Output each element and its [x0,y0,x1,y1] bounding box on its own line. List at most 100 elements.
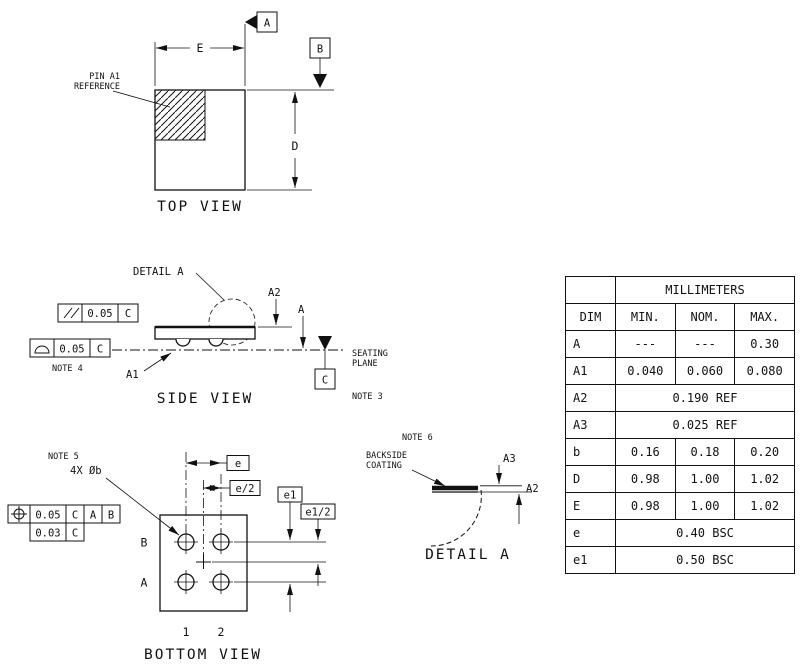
table-cell: 1.02 [734,465,795,493]
dimension-e: E [154,24,246,86]
fcf-position-tolerance-1: 0.05 [35,510,60,522]
table-cell: A1 [565,357,616,385]
row-label-b: B [141,536,148,550]
datum-b-triangle-icon [313,74,327,88]
dimension-a2: A2 [258,287,292,328]
seating-plane-label: PLANE [352,359,378,369]
datum-a-flag: A [245,11,278,33]
note-4-label: NOTE 4 [52,364,83,374]
table-cell: 0.98 [615,492,676,520]
top-view-title: TOP VIEW [157,199,243,215]
dim-a-label: A [298,304,305,316]
table-cell: 0.40 BSC [615,519,795,547]
table-cell: e [565,519,616,547]
coating-leader [411,469,446,487]
solder-ball [212,533,230,551]
detail-boundary-arc [430,489,482,547]
table-corner-cell [565,276,616,304]
dim-e-label: e [235,458,241,470]
col-label-1: 1 [183,625,190,639]
detail-a-circle [208,298,256,346]
dim-e1-half-label: e1/2 [305,507,330,519]
parallelism-icon [63,307,80,319]
dim-e-label: E [197,41,204,55]
dimension-e-pitch: e [186,455,250,471]
ball-callout-leader [105,477,180,536]
table-units-header: MILLIMETERS [615,276,795,304]
dim-a2-label: A2 [268,287,281,299]
table-row: A1 0.040 0.060 0.080 [565,357,795,385]
table-row: E 0.98 1.00 1.02 [565,492,795,520]
table-cell: A3 [565,411,616,439]
detail-a-leader [195,272,225,301]
table-cell: 0.190 REF [615,384,795,412]
table-cell: 0.30 [734,330,795,358]
datum-b-flag: B [309,37,331,88]
table-cell: 1.00 [674,492,736,520]
table-row: D 0.98 1.00 1.02 [565,465,795,493]
fcf-position: 0.05 C A B 0.03 C [7,504,121,542]
dimension-e1-pitch: e1 [277,486,303,612]
dim-e1-label: e1 [284,490,297,502]
table-row: b 0.16 0.18 0.20 [565,438,795,466]
fcf-position-datum-2: C [72,528,78,540]
dimension-e-half: e/2 [203,480,261,496]
fcf-position-datum-1b: A [90,510,97,522]
dim-a1-label: A1 [126,369,139,381]
table-cell: 0.16 [615,438,676,466]
table-header-max: MAX. [734,303,795,331]
table-cell: --- [674,330,736,358]
table-cell: 0.50 BSC [615,546,795,574]
dimension-d: D [247,89,334,191]
table-header-nom: NOM. [674,303,736,331]
table-row: A2 0.190 REF [565,384,795,412]
table-cell: b [565,438,616,466]
dimension-a3: A3 [496,453,516,484]
table-cell: E [565,492,616,520]
solder-ball [208,338,224,347]
fcf-parallelism-tolerance: 0.05 [87,308,112,320]
backside-coating-label: COATING [366,461,402,471]
datum-c-label: C [322,375,328,387]
table-header-min: MIN. [615,303,676,331]
table-row: e 0.40 BSC [565,519,795,547]
profile-of-surface-icon [34,345,50,354]
table-cell: 1.02 [734,492,795,520]
table-cell: e1 [565,546,616,574]
solder-ball [177,533,195,551]
pin-a1-reference-label: PIN A1 [89,72,120,82]
table-row: A3 0.025 REF [565,411,795,439]
table-header-dim: DIM [565,303,616,331]
seating-plane-label: SEATING [352,349,388,359]
dimension-a1: A1 [126,352,172,381]
fcf-position-datum-1a: C [72,510,78,522]
pin-a1-leader [112,90,171,108]
dimension-a: A [298,304,306,348]
dim-a2-label: A2 [526,483,539,495]
backside-coating-label: BACKSIDE [366,451,407,461]
fcf-parallelism-datum: C [125,308,131,320]
solder-ball-grid [174,530,233,594]
table-cell: 1.00 [674,465,736,493]
table-cell: 0.025 REF [615,411,795,439]
pin-a1-reference-label: REFERENCE [74,82,120,92]
datum-b-label: B [317,44,323,56]
fcf-profile-tolerance: 0.05 [59,344,84,356]
fcf-parallelism: 0.05 C [57,303,139,323]
bottom-view: e e/2 e1 e1/2 4X Øb NOTE 5 [7,452,336,663]
table-row: e1 0.50 BSC [565,546,795,574]
fcf-profile: 0.05 C [29,338,111,358]
col-label-2: 2 [218,625,225,639]
top-view: PIN A1 REFERENCE E A B [74,11,334,215]
table-cell: 0.060 [674,357,736,385]
datum-c-triangle-icon [318,336,332,350]
detail-a-callout: DETAIL A [133,266,184,278]
solder-ball [175,338,191,347]
detail-a-view: NOTE 6 BACKSIDE COATING A3 A2 DETAIL A [366,433,539,563]
package-body-side [154,326,256,340]
table-cell: 0.20 [734,438,795,466]
position-icon [11,506,27,522]
fcf-position-datum-1c: B [108,510,114,522]
table-cell: 0.040 [615,357,676,385]
